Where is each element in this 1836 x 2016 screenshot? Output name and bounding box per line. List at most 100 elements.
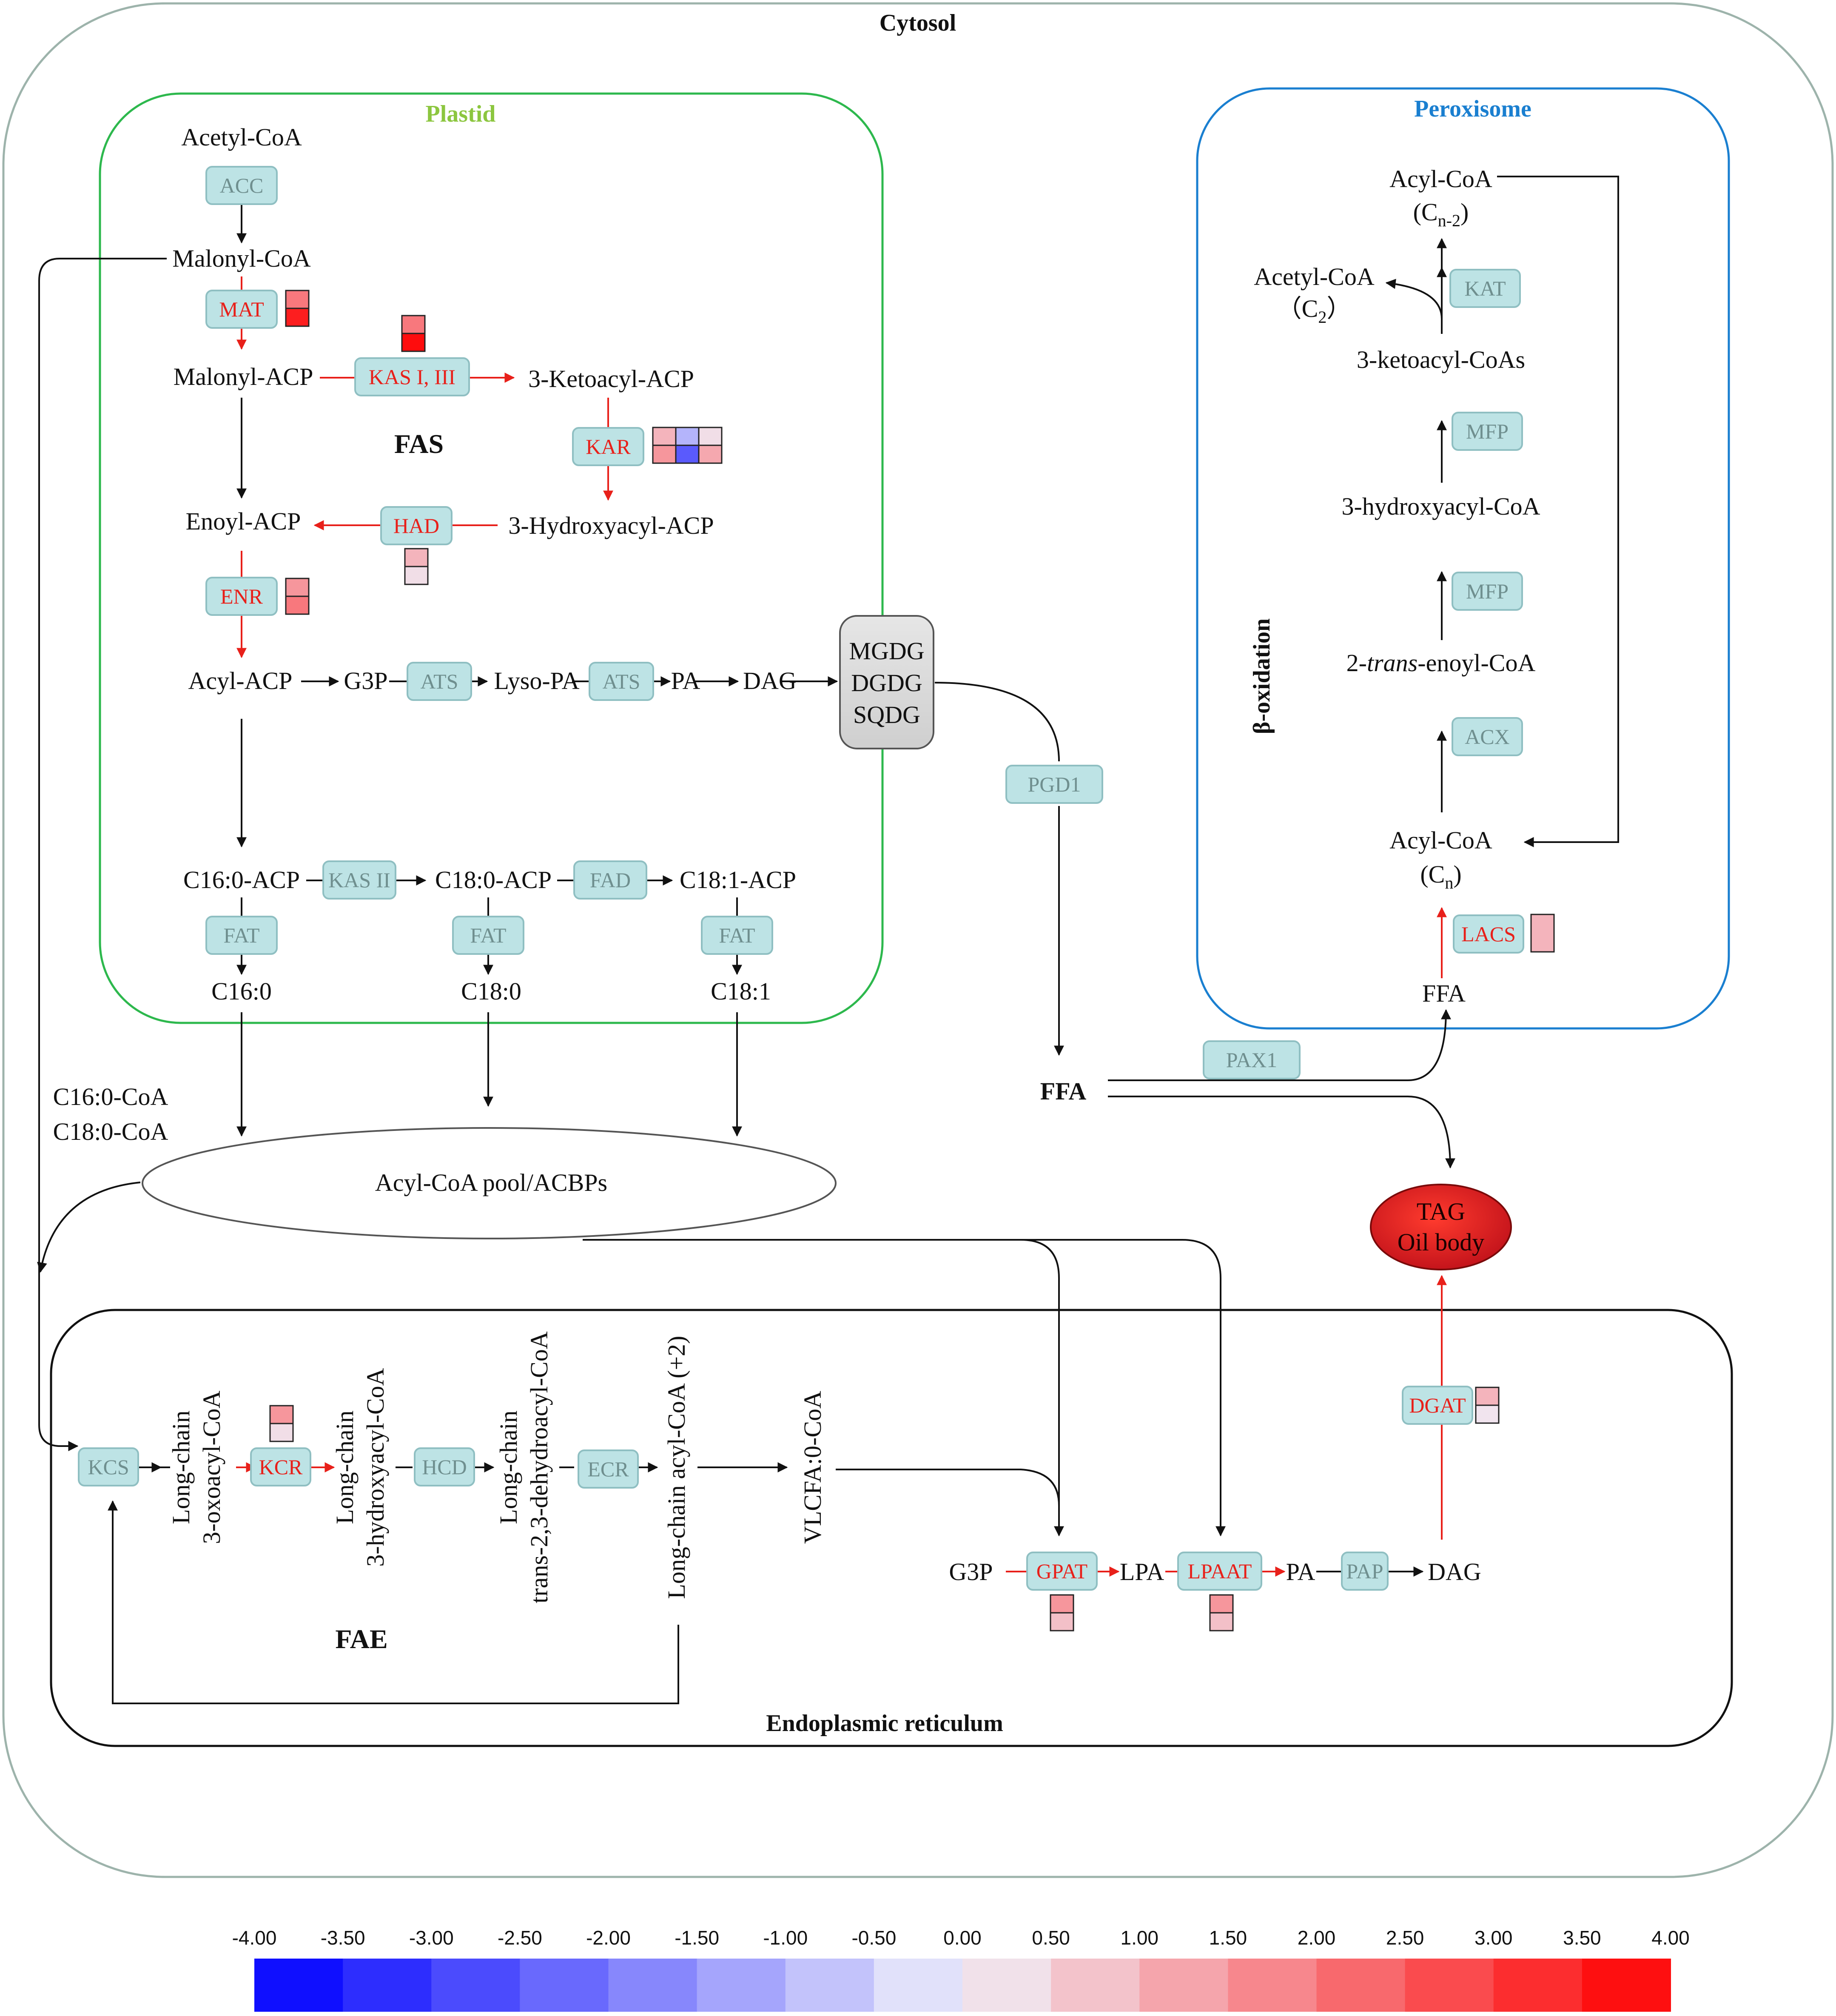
fas-label: FAS	[394, 429, 444, 459]
heatmap-cell-kar	[698, 427, 723, 446]
color-scale-segment	[874, 1959, 963, 2012]
acetyl-coa-c2-chain: （C2）	[1277, 295, 1352, 327]
enzyme-kas2: KAS II	[322, 860, 396, 900]
hydroxyacyl-acp-label: 3-Hydroxyacyl-ACP	[508, 512, 714, 539]
enzyme-pax1: PAX1	[1203, 1040, 1301, 1079]
svg-text:KAR: KAR	[586, 435, 631, 458]
color-scale-tick-label: 1.00	[1120, 1927, 1159, 1949]
svg-text:FAD: FAD	[590, 868, 631, 892]
galactolipid-box	[839, 615, 934, 749]
mgdg-label: MGDG	[849, 637, 924, 665]
vlcfa-coa-label: VLCFA:0-CoA	[799, 1391, 826, 1544]
color-scale-segment	[697, 1959, 786, 2012]
color-scale-segment	[1582, 1959, 1671, 2012]
g3p-plastid-label: G3P	[344, 667, 387, 695]
acetyl-coa-c2-label: Acetyl-CoA	[1254, 263, 1375, 290]
ketoacyl-acp-label: 3-Ketoacyl-ACP	[528, 365, 694, 393]
svg-text:DGAT: DGAT	[1409, 1393, 1466, 1417]
heatmap-cell-kas13	[401, 333, 426, 352]
svg-text:KCR: KCR	[259, 1455, 303, 1479]
color-scale-segment	[962, 1959, 1052, 2012]
c16-0-label: C16:0	[211, 977, 272, 1005]
c18-0-coa-label: C18:0-CoA	[53, 1118, 168, 1145]
dgdg-label: DGDG	[851, 669, 922, 697]
color-scale-segment	[343, 1959, 432, 2012]
tag-label: TAG	[1417, 1198, 1466, 1225]
acyl-acp-label: Acyl-ACP	[188, 667, 293, 695]
malonyl-acp-label: Malonyl-ACP	[174, 363, 313, 390]
color-scale-legend: -4.00-3.50-3.00-2.50-2.00-1.50-1.00-0.50…	[232, 1927, 1690, 2012]
svg-text:MFP: MFP	[1466, 419, 1509, 443]
color-scale-tick-label: -2.50	[498, 1927, 542, 1949]
c18-0-label: C18:0	[461, 977, 521, 1005]
color-scale-tick-label: 0.00	[943, 1927, 982, 1949]
enzyme-fad: FAD	[573, 860, 647, 900]
enzyme-kas1-3: KAS I, III	[354, 357, 470, 396]
heatmap-cell-gpat	[1050, 1612, 1074, 1632]
enzyme-pgd1: PGD1	[1005, 765, 1103, 804]
color-scale-segment	[520, 1959, 609, 2012]
svg-text:LACS: LACS	[1461, 922, 1516, 946]
tag-oil-body	[1370, 1184, 1512, 1270]
color-scale-segment	[785, 1959, 874, 2012]
enzyme-ecr: ECR	[578, 1449, 639, 1489]
beta-oxidation-label: β-oxidation	[1249, 618, 1275, 734]
enzyme-mfp-2: MFP	[1452, 412, 1523, 451]
enzyme-lpaat: LPAAT	[1177, 1552, 1262, 1591]
enzyme-hcd: HCD	[414, 1447, 475, 1486]
svg-text:LPAAT: LPAAT	[1188, 1559, 1252, 1583]
heatmap-cell-kcr	[269, 1423, 294, 1442]
color-scale-segment	[608, 1959, 697, 2012]
enzyme-acc: ACC	[205, 166, 278, 205]
heatmap-cell-dgat	[1475, 1404, 1500, 1424]
heatmap-cell-kar	[652, 427, 677, 446]
pa-er-label: PA	[1286, 1558, 1315, 1586]
heatmap-cell-enr	[285, 578, 310, 597]
enzyme-enr: ENR	[205, 577, 278, 616]
enzyme-pap: PAP	[1341, 1552, 1389, 1591]
color-scale-tick-label: 3.00	[1474, 1927, 1513, 1949]
enzyme-fat-1: FAT	[205, 916, 278, 955]
enzyme-lacs: LACS	[1453, 914, 1524, 954]
svg-text:HCD: HCD	[422, 1455, 467, 1479]
svg-text:ECR: ECR	[587, 1457, 629, 1481]
color-scale-segment	[1316, 1959, 1406, 2012]
color-scale-tick-label: -1.00	[763, 1927, 808, 1949]
heatmap-cell-enr	[285, 595, 310, 615]
enzyme-mfp-1: MFP	[1452, 572, 1523, 611]
lyso-pa-label: Lyso-PA	[494, 667, 580, 695]
svg-text:MAT: MAT	[219, 297, 264, 321]
color-scale-tick-label: -0.50	[851, 1927, 896, 1949]
svg-text:ATS: ATS	[603, 669, 640, 693]
cytosol-label: Cytosol	[880, 10, 956, 36]
color-scale-segment	[254, 1959, 344, 2012]
c18-1-acp-label: C18:1-ACP	[680, 866, 796, 894]
svg-text:ACX: ACX	[1465, 725, 1510, 749]
svg-text:ACC: ACC	[220, 174, 264, 197]
trans-enoyl-coa-label: 2-trans-enoyl-CoA	[1346, 649, 1536, 677]
svg-text:KAS I, III: KAS I, III	[369, 365, 455, 389]
enoyl-acp-label: Enoyl-ACP	[186, 507, 301, 535]
c18-0-acp-label: C18:0-ACP	[435, 866, 552, 894]
color-scale-segment	[1493, 1959, 1583, 2012]
heatmap-cell-kas13	[401, 315, 426, 334]
lpa-er-label: LPA	[1120, 1558, 1164, 1586]
acetyl-coa-label: Acetyl-CoA	[181, 123, 302, 151]
enzyme-ats-2: ATS	[589, 662, 654, 701]
color-scale-segment	[1228, 1959, 1317, 2012]
svg-text:HAD: HAD	[393, 514, 439, 538]
acyl-coa-pool-label: Acyl-CoA pool/ACBPs	[375, 1169, 607, 1196]
color-scale-segment	[431, 1959, 521, 2012]
heatmap-cell-mat	[285, 308, 310, 327]
enzyme-kcr: KCR	[250, 1447, 311, 1486]
heatmap-cell-had	[404, 566, 429, 585]
color-scale-tick-label: 2.00	[1298, 1927, 1336, 1949]
oil-body-label: Oil body	[1398, 1228, 1485, 1256]
ffa-peroxisome-label: FFA	[1422, 980, 1466, 1007]
hydroxyacyl-coa-label: 3-hydroxyacyl-CoA	[1341, 493, 1540, 520]
er-compartment	[50, 1309, 1733, 1747]
svg-text:KAS II: KAS II	[328, 868, 390, 892]
svg-text:FAT: FAT	[223, 923, 259, 947]
